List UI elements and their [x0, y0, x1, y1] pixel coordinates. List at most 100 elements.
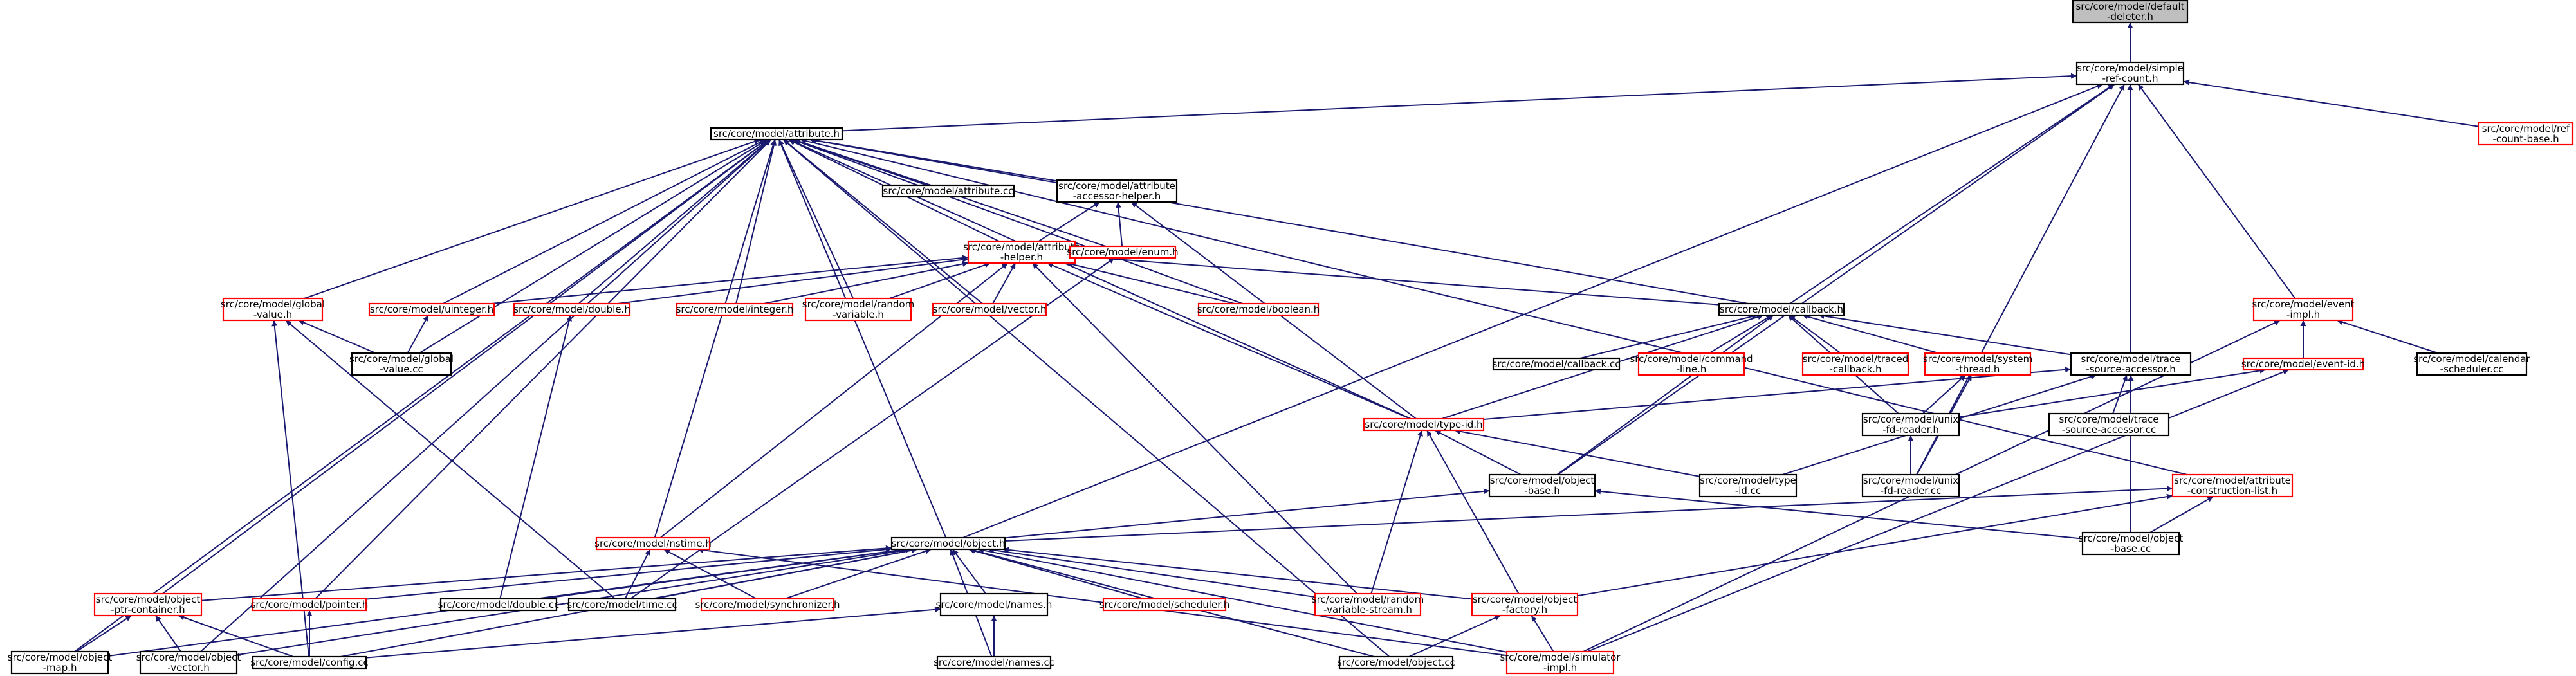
node-attribute-cc[interactable]: src/core/model/attribute.cc	[881, 184, 1015, 198]
edge-nstime-h-to-attribute-h	[654, 139, 777, 538]
node-label-line: -deleter.h	[2107, 11, 2153, 23]
node-label-line: src/core/model/object	[1473, 594, 1578, 605]
node-object-h[interactable]: src/core/model/object.h	[890, 536, 1006, 551]
node-enum-h[interactable]: src/core/model/enum.h	[1067, 245, 1179, 259]
node-ref-count-base[interactable]: src/core/model/ref-count-base.h	[2478, 122, 2574, 146]
node-names-h[interactable]: src/core/model/names.h	[936, 592, 1053, 617]
node-boolean-h[interactable]: src/core/model/boolean.h	[1197, 302, 1320, 316]
edge-double-h-to-attribute-helper	[617, 257, 969, 304]
node-system-thread-h[interactable]: src/core/model/system-thread.h	[1923, 352, 2033, 376]
node-object-map-h[interactable]: src/core/model/object-map.h	[8, 650, 113, 675]
node-box	[567, 598, 677, 612]
node-scheduler-h[interactable]: src/core/model/scheduler.h	[1099, 598, 1230, 612]
node-label-line: src/core/model/object	[8, 652, 113, 663]
node-traced-callback-h[interactable]: src/core/model/traced-callback.h	[1801, 352, 1909, 376]
node-label-line: -impl.h	[2286, 309, 2320, 320]
node-label-line: src/core/model/attribute	[1058, 180, 1175, 192]
node-box	[2075, 61, 2185, 86]
node-label-line: -impl.h	[1543, 662, 1577, 673]
node-box	[139, 650, 238, 675]
node-box	[2252, 297, 2354, 322]
node-object-base-cc[interactable]: src/core/model/object-base.cc	[2079, 531, 2184, 556]
edge-object-factory-h-to-object-h	[1002, 547, 1473, 600]
edge-callback-h-to-attribute-helper	[1074, 253, 1720, 306]
edge-object-h-to-simple-ref-count	[962, 84, 2103, 538]
node-event-id-h[interactable]: src/core/model/event-id.h	[2241, 357, 2365, 371]
edge-global-value-cc-to-attribute-h	[419, 139, 768, 354]
node-random-variable-h[interactable]: src/core/model/random-variable.h	[802, 297, 914, 322]
node-type-id-h[interactable]: src/core/model/type-id.h	[1363, 417, 1485, 432]
node-box	[1505, 650, 1615, 675]
node-label-line: -source-accessor.cc	[2062, 424, 2156, 435]
node-command-line-h[interactable]: src/core/model/command-line.h	[1630, 352, 1753, 376]
node-label-line: -fd-reader.cc	[1881, 485, 1942, 497]
node-synchronizer-h[interactable]: src/core/model/synchronizer.h	[695, 598, 840, 612]
node-vector-h[interactable]: src/core/model/vector.h	[932, 302, 1047, 316]
edge-integer-h-to-attribute-helper	[763, 260, 969, 304]
edge-global-value-h-to-attribute-h	[304, 138, 760, 299]
node-label-line: -map.h	[42, 662, 77, 673]
node-uinteger-h[interactable]: src/core/model/uinteger.h	[368, 302, 495, 316]
edge-object-base-cc-to-attr-construction-list-h	[2149, 496, 2214, 533]
node-names-cc[interactable]: src/core/model/names.cc	[934, 655, 1054, 670]
node-callback-cc[interactable]: src/core/model/callback.cc	[1493, 357, 1621, 371]
node-label-line: src/core/model/type	[1700, 475, 1796, 486]
node-simple-ref-count[interactable]: src/core/model/simple-ref-count.h	[2075, 61, 2185, 86]
node-label-line: -scheduler.cc	[2440, 363, 2504, 375]
node-pointer-h[interactable]: src/core/model/pointer.h	[251, 598, 369, 612]
node-label-line: src/core/model/event	[2252, 298, 2355, 310]
node-nstime-h[interactable]: src/core/model/nstime.h	[594, 536, 712, 551]
edge-object-vector-h-to-object-ptr-container-h	[155, 615, 181, 652]
node-global-value-h[interactable]: src/core/model/global-value.h	[221, 297, 325, 322]
node-box	[222, 297, 324, 322]
node-label-line: src/core/model/enum.h	[1067, 246, 1178, 258]
node-trace-source-accessor-h[interactable]: src/core/model/trace-source-accessor.h	[2070, 352, 2192, 376]
node-attr-construction-list-h[interactable]: src/core/model/attribute-construction-li…	[2171, 473, 2294, 498]
node-label-line: src/core/model/vector.h	[933, 304, 1047, 315]
node-attribute-helper[interactable]: src/core/model/attribute-helper.h	[963, 240, 1080, 264]
node-calendar-scheduler-cc[interactable]: src/core/model/calendar-scheduler.cc	[2413, 352, 2531, 376]
node-callback-h[interactable]: src/core/model/callback.h	[1718, 302, 1845, 316]
node-label-line: src/core/model/default	[2075, 1, 2184, 12]
node-double-cc[interactable]: src/core/model/double.cc	[438, 598, 560, 612]
node-object-factory-h[interactable]: src/core/model/object-factory.h	[1471, 592, 1579, 617]
edge-pointer-h-to-attribute-h	[315, 139, 771, 599]
node-label-line: -value.h	[253, 309, 292, 320]
node-unix-fd-reader-h[interactable]: src/core/model/unix-fd-reader.h	[1861, 412, 1960, 437]
node-global-value-cc[interactable]: src/core/model/global-value.cc	[349, 352, 454, 376]
node-attribute-h[interactable]: src/core/model/attribute.h	[710, 127, 843, 141]
node-trace-source-accessor-cc[interactable]: src/core/model/trace-source-accessor.cc	[2048, 412, 2170, 437]
edge-object-vector-h-to-attribute-h	[200, 139, 771, 652]
node-layer: src/core/model/default-deleter.h src/core…	[8, 0, 2574, 675]
node-simulator-impl-h[interactable]: src/core/model/simulator-impl.h	[1500, 650, 1621, 675]
node-random-variable-stream-h[interactable]: src/core/model/random-variable-stream.h	[1312, 592, 1424, 617]
node-box	[1338, 655, 1454, 670]
edge-vector-h-to-attribute-helper	[992, 262, 1017, 304]
edge-uinteger-h-to-attribute-h	[443, 139, 766, 304]
edge-random-variable-h-to-attribute-h	[778, 139, 854, 299]
edge-time-cc-to-global-value-h	[285, 320, 616, 599]
node-event-impl-h[interactable]: src/core/model/event-impl.h	[2252, 297, 2355, 322]
node-config-cc[interactable]: src/core/model/config.cc	[250, 655, 369, 670]
node-label-line: -accessor-helper.h	[1073, 190, 1161, 202]
node-object-ptr-container-h[interactable]: src/core/model/object-ptr-container.h	[93, 592, 203, 617]
node-box	[439, 598, 558, 612]
node-integer-h[interactable]: src/core/model/integer.h	[676, 302, 794, 316]
node-object-cc[interactable]: src/core/model/object.cc	[1337, 655, 1455, 670]
node-time-cc[interactable]: src/core/model/time.cc	[567, 598, 677, 612]
node-object-base-h[interactable]: src/core/model/object-base.h	[1488, 473, 1596, 498]
node-object-vector-h[interactable]: src/core/model/object-vector.h	[136, 650, 241, 675]
node-label-line: -callback.h	[1829, 363, 1881, 375]
node-box	[1314, 592, 1422, 617]
node-unix-fd-reader-cc[interactable]: src/core/model/unix-fd-reader.cc	[1861, 473, 1960, 498]
node-box	[710, 127, 843, 141]
node-type-id-cc[interactable]: src/core/model/type-id.cc	[1698, 473, 1798, 498]
node-attr-accessor-helper[interactable]: src/core/model/attribute-accessor-helper…	[1056, 179, 1178, 203]
node-label-line: -factory.h	[1502, 604, 1547, 616]
edge-object-cc-to-object-factory-h	[1408, 615, 1501, 657]
node-label-line: src/core/model/simulator	[1500, 652, 1621, 663]
node-box	[2081, 531, 2180, 556]
node-box	[881, 184, 1015, 198]
node-double-h[interactable]: src/core/model/double.h	[513, 302, 631, 316]
